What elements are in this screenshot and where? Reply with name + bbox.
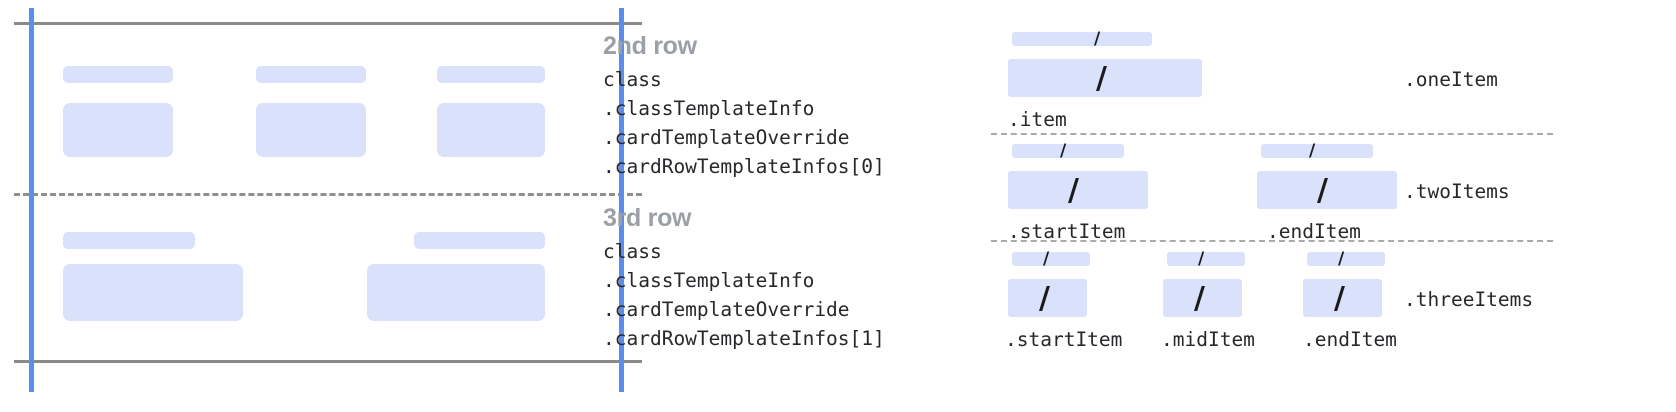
card-top-border: [14, 22, 642, 25]
right-guide-line: [619, 8, 624, 392]
three-items-end-body: [1303, 279, 1382, 317]
item-layout-variants: / / .item .oneItem / / .startItem / / .e…: [983, 0, 1676, 412]
three-items-group-label: .threeItems: [1404, 288, 1534, 311]
third-row-code-line-4: .cardRowTemplateInfos[1]: [603, 327, 885, 350]
two-items-start-label: .startItem: [1008, 220, 1126, 243]
row1-col3-body: [437, 103, 545, 157]
one-item-label: .item: [1008, 108, 1067, 131]
card-row-template-preview: [0, 0, 645, 412]
third-row-description: 3rd row class .classTemplateInfo .cardTe…: [603, 203, 885, 353]
row2-col1-cap: [63, 232, 195, 249]
second-row-code-line-3: .cardTemplateOverride: [603, 126, 850, 149]
second-row-heading: 2nd row: [603, 32, 697, 60]
one-item-body: [1008, 59, 1202, 97]
three-items-end-cap: [1307, 252, 1385, 266]
one-item-group-label: .oneItem: [1404, 68, 1498, 91]
two-items-end-label: .endItem: [1267, 220, 1361, 243]
second-row-code-line-4: .cardRowTemplateInfos[0]: [603, 155, 885, 178]
row1-col2-cap: [256, 66, 366, 83]
row1-col2-body: [256, 103, 366, 157]
row-divider-dashed: [14, 193, 642, 196]
third-row-code-line-3: .cardTemplateOverride: [603, 298, 850, 321]
second-row-description: 2nd row class .classTemplateInfo .cardTe…: [603, 31, 885, 181]
variant-divider-2: [991, 240, 1553, 242]
row1-col1-cap: [63, 66, 173, 83]
three-items-start-body: [1008, 279, 1087, 317]
two-items-end-cap: [1261, 144, 1373, 158]
three-items-mid-label: .midItem: [1161, 328, 1255, 351]
row1-col3-cap: [437, 66, 545, 83]
third-row-code-line-1: class: [603, 240, 662, 263]
row2-col2-body: [367, 264, 545, 321]
two-items-start-body: [1008, 171, 1148, 209]
two-items-group-label: .twoItems: [1404, 180, 1510, 203]
variant-divider-1: [991, 133, 1553, 135]
three-items-mid-cap: [1167, 252, 1245, 266]
row1-col1-body: [63, 103, 173, 157]
three-items-end-label: .endItem: [1303, 328, 1397, 351]
card-bottom-border: [14, 360, 642, 363]
third-row-heading: 3rd row: [603, 204, 692, 232]
row2-col2-cap: [414, 232, 545, 249]
two-items-end-body: [1257, 171, 1397, 209]
one-item-cap: [1012, 32, 1152, 46]
three-items-start-label: .startItem: [1005, 328, 1123, 351]
three-items-start-cap: [1012, 252, 1090, 266]
row-descriptions: 2nd row class .classTemplateInfo .cardTe…: [603, 0, 983, 412]
second-row-code-line-1: class: [603, 68, 662, 91]
second-row-code-line-2: .classTemplateInfo: [603, 97, 815, 120]
left-guide-line: [29, 8, 34, 392]
row2-col1-body: [63, 264, 243, 321]
two-items-start-cap: [1012, 144, 1124, 158]
three-items-mid-body: [1163, 279, 1242, 317]
third-row-code-line-2: .classTemplateInfo: [603, 269, 815, 292]
